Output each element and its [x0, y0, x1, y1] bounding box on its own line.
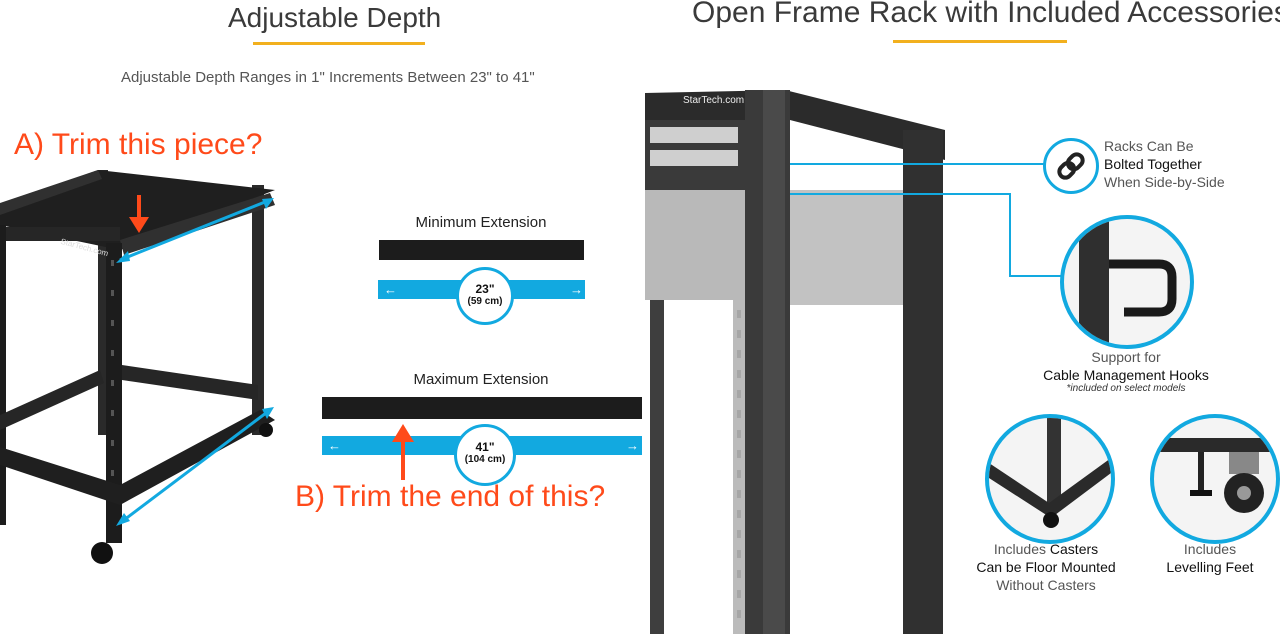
- annotation-b: B) Trim the end of this?: [295, 480, 606, 513]
- feet-line1: Includes: [1183, 541, 1237, 557]
- min-left-arrow: ←: [384, 282, 397, 297]
- min-right-arrow: →: [570, 282, 583, 297]
- annotation-a: A) Trim this piece?: [14, 128, 263, 161]
- annotation-b-arrow: [392, 424, 414, 480]
- left-title-rule: [253, 42, 425, 45]
- levelling-feet-photo: [1150, 414, 1280, 544]
- right-rack-brand: StarTech.com: [683, 95, 745, 106]
- casters-line3: Without Casters: [996, 577, 1096, 593]
- link-icon-badge: [1043, 138, 1099, 194]
- cable-hook-photo: [1060, 215, 1194, 349]
- casters-line2: Can be Floor Mounted: [976, 559, 1116, 575]
- min-extension-value-badge: 23" (59 cm): [456, 267, 514, 325]
- bolted-line2: Bolted Together: [1104, 156, 1202, 172]
- chain-link-icon: [1057, 152, 1085, 180]
- right-title-rule: [893, 40, 1067, 43]
- max-extension-cm: (104 cm): [464, 454, 506, 465]
- max-right-arrow: →: [626, 438, 639, 453]
- max-extension-inches: 41": [475, 440, 495, 454]
- casters-photo: [985, 414, 1115, 544]
- max-extension-bracket: [322, 397, 642, 419]
- max-left-arrow: ←: [328, 438, 341, 453]
- rack-photo: [645, 85, 950, 634]
- casters-line1a: Includes: [993, 541, 1050, 557]
- casters-line1b: Casters: [1049, 541, 1099, 557]
- callout-lines: [790, 163, 1065, 277]
- casters-line1: Includes Casters: [970, 540, 1122, 558]
- hooks-line1: Support for: [1091, 349, 1161, 365]
- hooks-line3: *included on select models: [1066, 383, 1186, 394]
- open-frame-rack-image: [0, 170, 275, 564]
- left-subtitle: Adjustable Depth Ranges in 1" Increments…: [121, 69, 535, 86]
- left-title: Adjustable Depth: [228, 2, 442, 33]
- min-extension-cm: (59 cm): [467, 296, 503, 307]
- min-extension-label: Minimum Extension: [415, 214, 547, 231]
- min-extension-inches: 23": [475, 282, 495, 296]
- feet-line2: Levelling Feet: [1166, 559, 1254, 575]
- min-extension-bracket: [379, 240, 584, 260]
- max-extension-value-badge: 41" (104 cm): [454, 424, 516, 486]
- right-title: Open Frame Rack with Included Accessorie…: [692, 0, 1280, 29]
- bolted-line3: When Side-by-Side: [1104, 174, 1225, 190]
- max-extension-label: Maximum Extension: [413, 371, 549, 388]
- bolted-line1: Racks Can Be: [1104, 138, 1194, 154]
- hooks-line2: Cable Management Hooks: [1043, 367, 1209, 383]
